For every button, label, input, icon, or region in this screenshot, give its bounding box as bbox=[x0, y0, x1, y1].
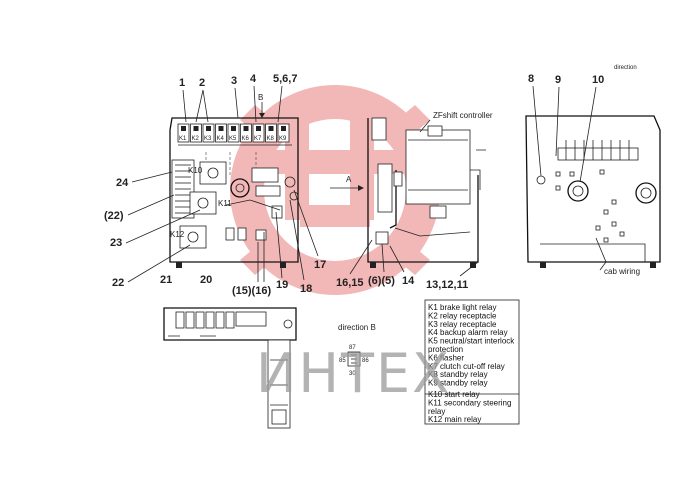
bottom-fuse bbox=[175, 311, 185, 329]
callout-13-12-11: 13,12,11 bbox=[426, 279, 468, 291]
bottom-fuse bbox=[205, 311, 215, 329]
callout-2: 2 bbox=[199, 77, 205, 89]
callout-14: 14 bbox=[402, 275, 415, 287]
relay-label-k11: K11 bbox=[218, 199, 232, 208]
legend-item: K12 main relay bbox=[428, 415, 481, 424]
callouts-left: 24 (22) 23 22 bbox=[104, 171, 201, 289]
legend-item: K9 standby relay bbox=[428, 379, 488, 388]
relay-k9 bbox=[277, 123, 290, 143]
relay-k11 bbox=[189, 191, 217, 215]
left-panel-view: K1 K2 K3 K4 K5 K6 K7 K8 K9 K10 K11 K12 B bbox=[169, 93, 299, 268]
bottom-fuse bbox=[215, 311, 225, 329]
pin-86: 86 bbox=[362, 358, 369, 364]
callout-8: 8 bbox=[528, 73, 534, 85]
cab-wiring-label: cab wiring bbox=[604, 267, 640, 276]
relay-k5 bbox=[227, 123, 240, 143]
callout-1: 1 bbox=[179, 77, 185, 89]
legend-item: K8 standby relay bbox=[428, 370, 488, 379]
bottom-fuse bbox=[185, 311, 195, 329]
callouts-top: 1 2 3 4 5,6,7 bbox=[179, 73, 297, 123]
relay-k12 bbox=[179, 225, 207, 249]
watermark-text: ИНТЕХ bbox=[256, 342, 451, 405]
arrow-b-label: B bbox=[258, 93, 263, 102]
relay-k6 bbox=[240, 123, 252, 143]
relay-label-k8: K8 bbox=[267, 136, 275, 142]
legend-item: K4 backup alarm relay bbox=[428, 328, 508, 337]
relay-k2 bbox=[190, 123, 202, 143]
callout-16-15: 16,15 bbox=[336, 277, 364, 289]
direction-b-label: direction B bbox=[338, 323, 376, 332]
callout-4: 4 bbox=[250, 73, 257, 85]
middle-side-view: ZFshift controller A bbox=[330, 111, 493, 268]
callout-22: 22 bbox=[112, 277, 124, 289]
controller-label: ZFshift controller bbox=[433, 111, 493, 120]
pin-87: 87 bbox=[349, 345, 356, 351]
relay-k3 bbox=[202, 123, 215, 143]
callout-15-16: (15)(16) bbox=[232, 285, 271, 297]
bottom-fuse bbox=[195, 311, 205, 329]
right-panel-view: 8 9 10 direction cab wiring bbox=[525, 65, 661, 276]
relay-k8 bbox=[265, 123, 277, 143]
callout-10: 10 bbox=[592, 74, 604, 86]
callout-19: 19 bbox=[276, 279, 288, 291]
callout-23: 23 bbox=[110, 237, 122, 249]
legend-item: relay bbox=[428, 407, 445, 416]
callout-20: 20 bbox=[200, 274, 212, 286]
relay-label-k7: K7 bbox=[254, 136, 262, 142]
bottom-detail-view: direction B 87 85 86 30 bbox=[163, 307, 376, 429]
callouts-bottom: 21 20 (15)(16) 19 18 17 16,15 (6)(5) 14 … bbox=[160, 189, 479, 297]
legend-item: K11 secondary steering bbox=[428, 398, 511, 407]
callout-18: 18 bbox=[300, 283, 312, 295]
relay-label-k3: K3 bbox=[204, 136, 212, 142]
relay-label-k6: K6 bbox=[242, 136, 250, 142]
relay-label-k5: K5 bbox=[229, 136, 237, 142]
bottom-fuse bbox=[225, 311, 235, 329]
right-tag: direction bbox=[614, 65, 637, 71]
legend-item: K1 brake light relay bbox=[428, 303, 496, 312]
legend-item: K7 clutch cut-off relay bbox=[428, 362, 505, 371]
arrow-a-label: A bbox=[346, 175, 352, 184]
relay-label-k12: K12 bbox=[170, 230, 185, 239]
callout-21: 21 bbox=[160, 274, 172, 286]
relay-k7 bbox=[252, 123, 265, 143]
pin-30: 30 bbox=[349, 371, 356, 377]
zf-shift-controller bbox=[405, 129, 471, 205]
relay-label-k1: K1 bbox=[179, 136, 187, 142]
callout-24: 24 bbox=[116, 177, 129, 189]
relay-k1 bbox=[177, 123, 190, 143]
callout-17: 17 bbox=[314, 259, 326, 271]
callout-3: 3 bbox=[231, 75, 237, 87]
relay-label-k9: K9 bbox=[279, 136, 287, 142]
legend-item: K2 relay receptacle bbox=[428, 311, 497, 320]
legend-item: K3 relay receptacle bbox=[428, 320, 497, 329]
legend-item: K5 neutral/start interlock bbox=[428, 337, 515, 346]
pin-85: 85 bbox=[339, 358, 346, 364]
legend-item: K6 flasher bbox=[428, 353, 464, 362]
relay-k10 bbox=[199, 161, 227, 185]
callout-6-5: (6)(5) bbox=[368, 275, 395, 287]
callout-22-paren: (22) bbox=[104, 210, 124, 222]
relay-k4 bbox=[215, 123, 227, 143]
relay-label-k2: K2 bbox=[192, 136, 200, 142]
legend-item: K10 start relay bbox=[428, 390, 480, 399]
callout-5-6-7: 5,6,7 bbox=[273, 73, 297, 85]
callout-9: 9 bbox=[555, 74, 561, 86]
relay-label-k4: K4 bbox=[217, 136, 225, 142]
legend-item: protection bbox=[428, 345, 463, 354]
relay-label-k10: K10 bbox=[188, 166, 203, 175]
relay-row: K1 K2 K3 K4 K5 K6 K7 K8 K9 bbox=[177, 123, 290, 143]
